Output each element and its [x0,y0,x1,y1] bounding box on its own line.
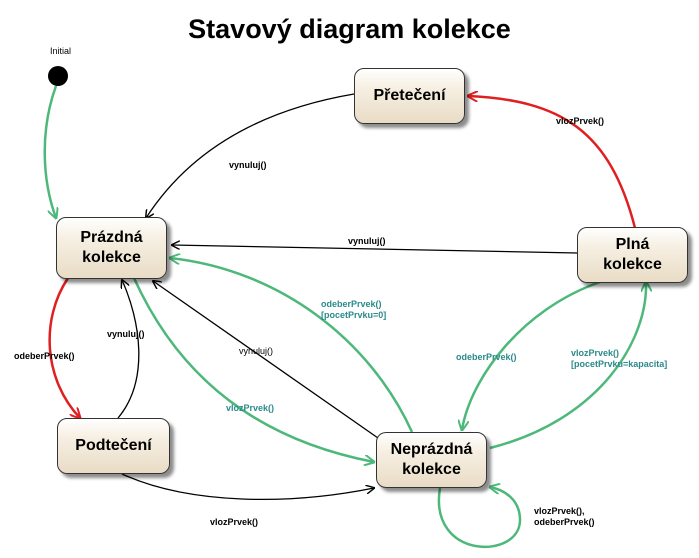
label-vlozprvek-kapacita: vlozPrvek() [pocetPrvku=kapacita] [571,348,668,369]
label-vynuluj-preteceni: vynuluj() [229,160,267,170]
edge-prazdna-to-podteceni [48,277,80,418]
edge-plna-to-neprazdna [462,280,601,430]
label-odeberprvek-pocet0: odeberPrvek() [pocetPrvku=0] [321,299,387,320]
edge-podteceni-to-prazdna [117,280,140,419]
label-self-loop: vlozPrvek(), odeberPrvek() [534,506,595,527]
edge-neprazdna-self-loop [437,487,522,549]
edge-plna-to-preteceni [468,96,637,229]
state-prazdna-label: Prázdná kolekce [80,229,143,266]
edge-podteceni-to-neprazdna [121,473,374,501]
edge-neprazdna-to-plna [489,282,646,450]
edge-neprazdna-to-prazdna-vynuluj [153,281,379,439]
label-vynuluj-podteceni: vynuluj() [107,329,145,339]
label-vlozprvek-podteceni: vlozPrvek() [210,517,259,527]
initial-node [48,66,68,86]
state-neprazdna-kolekce: Neprázdná kolekce [376,432,487,488]
state-plna-label: Plná kolekce [603,236,662,273]
label-vynuluj-neprazdna: vynuluj() [239,346,274,356]
edge-prazdna-to-neprazdna [132,277,374,462]
edge-plna-to-prazdna [172,245,578,254]
state-preteceni-label: Přetečení [373,87,446,104]
diagram-title: Stavový diagram kolekce [188,14,511,44]
state-prazdna-kolekce: Prázdná kolekce [56,217,167,279]
initial-label: Initial [50,46,72,56]
state-preteceni: Přetečení [354,68,465,124]
label-odeberprvek-prazdna-podteceni: odeberPrvek() [14,351,75,361]
state-neprazdna-label: Neprázdná kolekce [390,441,473,478]
edge-neprazdna-to-prazdna-odeber [170,258,414,433]
label-vlozprvek-plna-preteceni: vlozPrvek() [556,116,605,126]
edge-preteceni-to-prazdna [146,93,355,218]
state-podteceni: Podtečení [57,418,170,474]
state-podteceni-label: Podtečení [75,437,152,454]
edge-initial-to-prazdna [43,85,56,218]
label-vynuluj-plna: vynuluj() [348,236,386,246]
label-vlozprvek-prazdna-neprazdna: vlozPrvek() [226,403,275,413]
state-plna-kolekce: Plná kolekce [577,227,688,283]
label-odeberprvek-plna-neprazdna: odeberPrvek() [456,352,517,362]
